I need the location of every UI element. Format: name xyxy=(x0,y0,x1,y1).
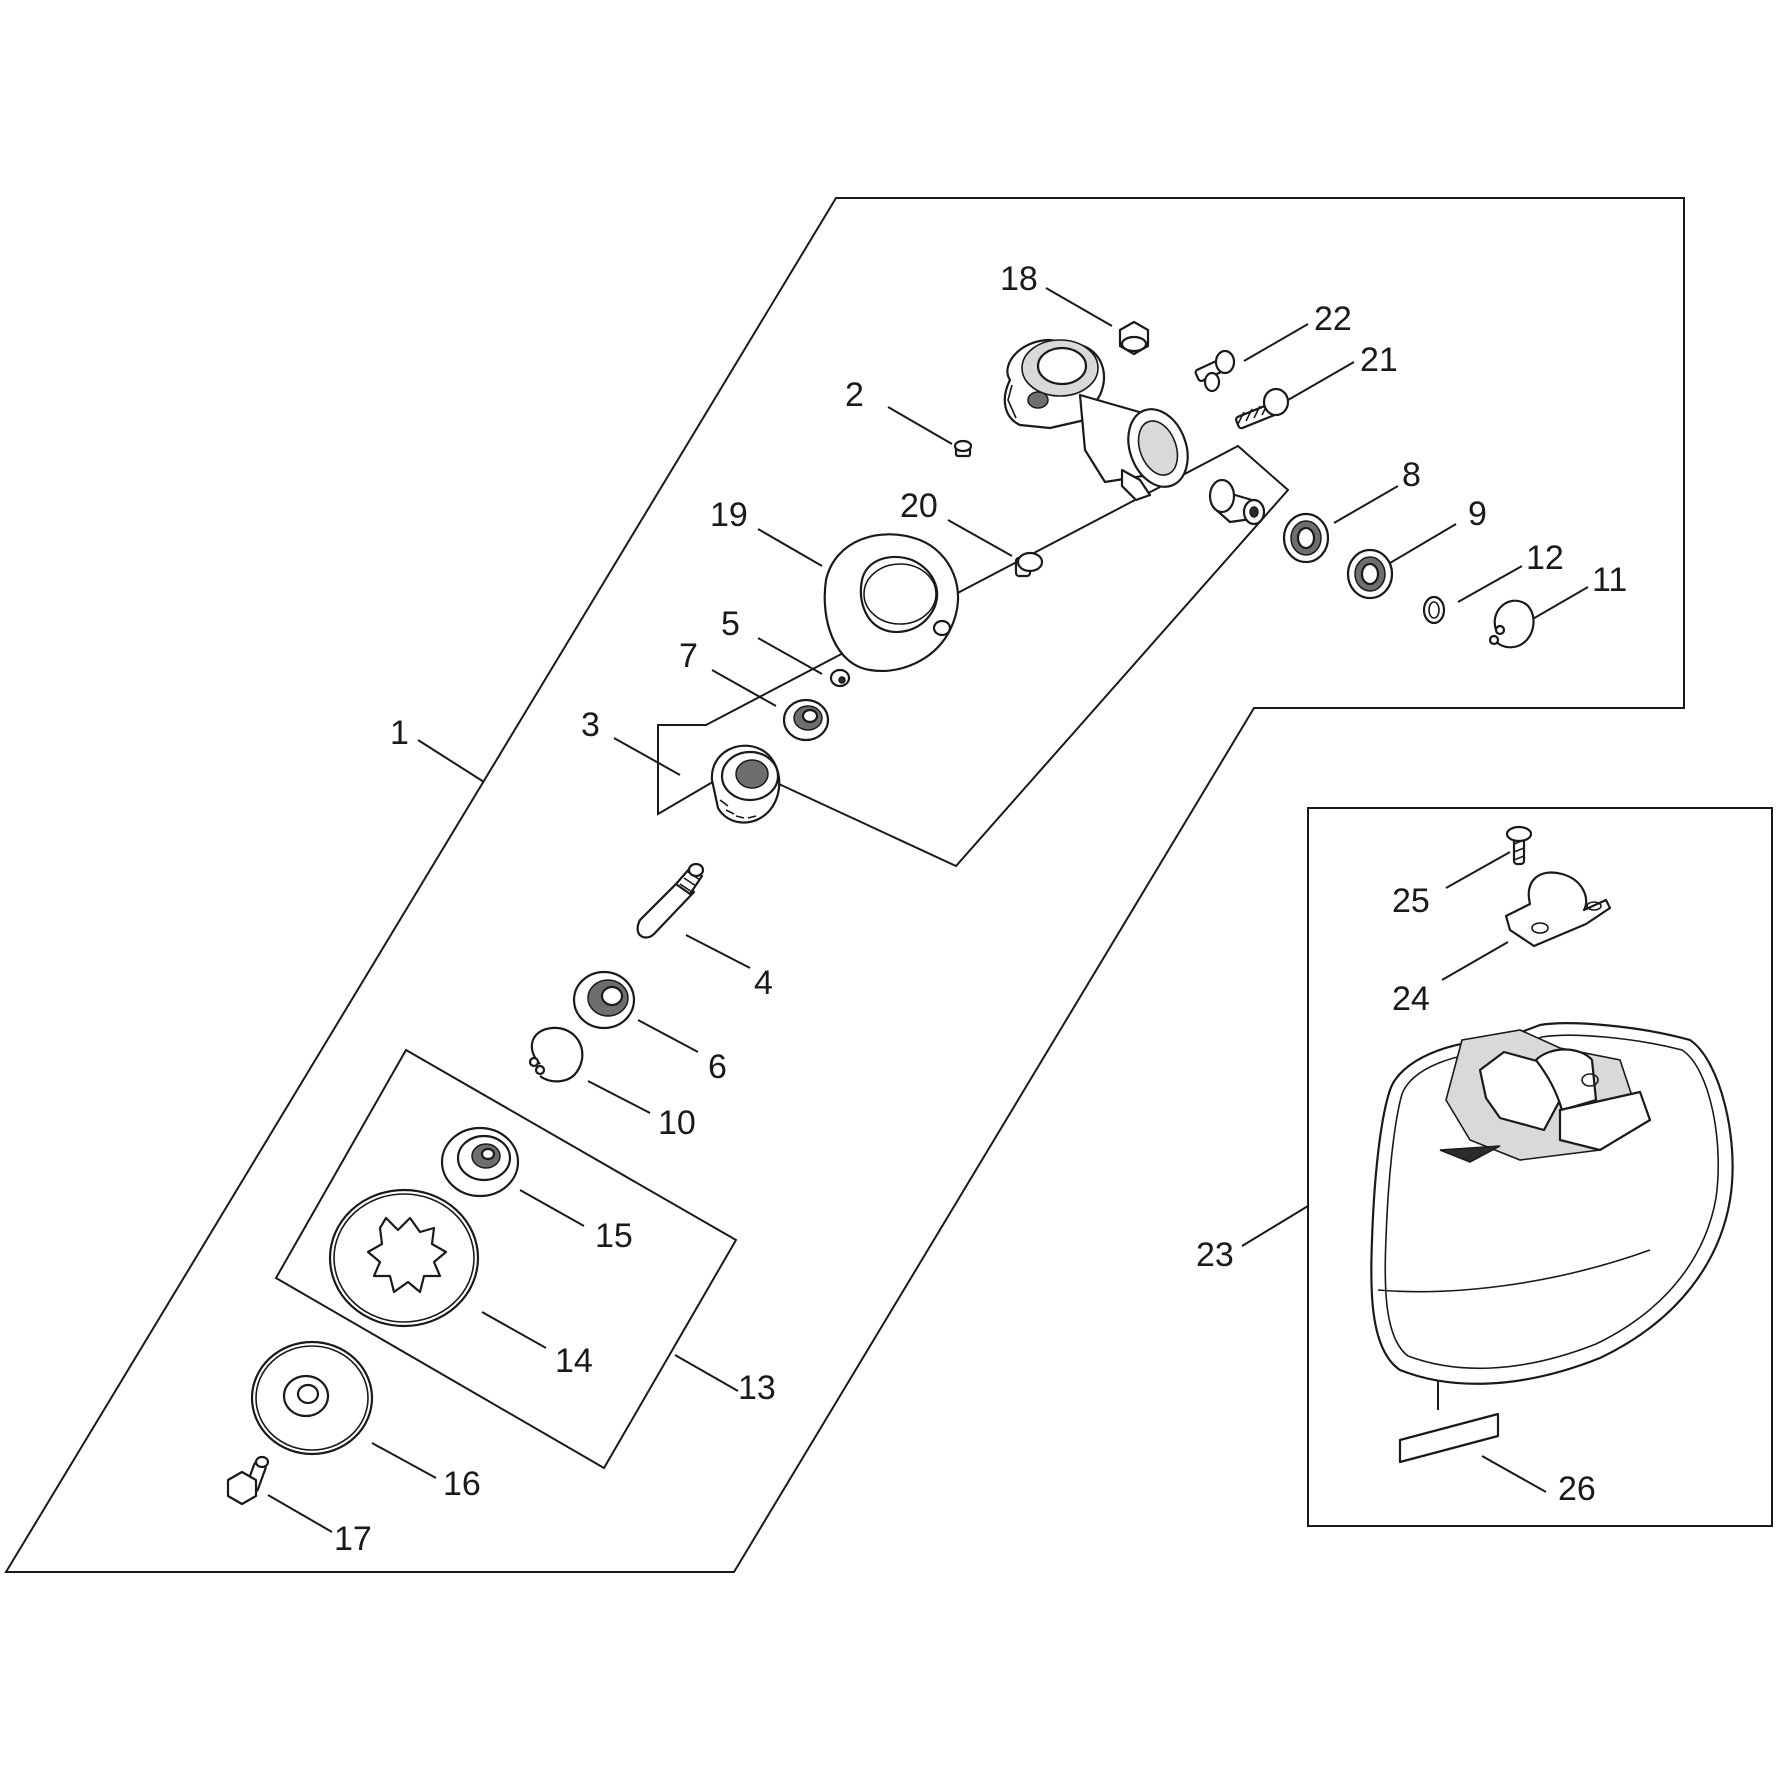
callout-5: 5 xyxy=(721,605,740,643)
leader-7 xyxy=(711,669,777,707)
callout-23: 23 xyxy=(1196,1236,1234,1274)
part-gear-case xyxy=(1003,338,1189,502)
leader-17 xyxy=(267,1494,333,1533)
callout-7: 7 xyxy=(679,637,698,675)
part-18-hex-nut xyxy=(1118,320,1150,356)
part-14-washer-plate xyxy=(328,1188,480,1328)
leader-14 xyxy=(481,1311,547,1349)
part-8-bearing xyxy=(1282,512,1330,564)
callout-11: 11 xyxy=(1592,561,1627,599)
callout-22: 22 xyxy=(1314,300,1352,338)
part-6-bearing xyxy=(572,970,636,1030)
leader-8 xyxy=(1333,485,1399,524)
leader-24 xyxy=(1441,941,1509,981)
leader-2 xyxy=(887,406,953,445)
callout-21: 21 xyxy=(1360,341,1398,379)
part-21-screw xyxy=(1235,387,1290,430)
part-24-clamp xyxy=(1504,871,1612,948)
part-9-bearing xyxy=(1346,548,1394,600)
part-12-washer xyxy=(1422,595,1446,625)
callout-25: 25 xyxy=(1392,882,1430,920)
leader-1 xyxy=(417,739,485,783)
leader-25 xyxy=(1445,851,1511,889)
part-10-snap-ring xyxy=(528,1026,584,1083)
callout-10: 10 xyxy=(658,1104,696,1142)
leader-22 xyxy=(1243,323,1309,362)
leader-5 xyxy=(757,637,823,675)
group-outline-guard-assembly xyxy=(1307,807,1773,1527)
callout-26: 26 xyxy=(1558,1470,1596,1508)
leader-12 xyxy=(1457,565,1523,603)
callout-8: 8 xyxy=(1402,456,1421,494)
part-20-screw xyxy=(1014,551,1044,578)
leader-9 xyxy=(1389,523,1457,564)
part-22-bolt xyxy=(1194,349,1236,393)
leader-3 xyxy=(613,737,681,776)
callout-15: 15 xyxy=(595,1217,633,1255)
part-3-bevel-gear xyxy=(710,744,781,824)
leader-13 xyxy=(674,1354,739,1392)
callout-17: 17 xyxy=(334,1520,372,1558)
leader-6 xyxy=(637,1019,699,1053)
callout-19: 19 xyxy=(710,496,748,534)
callout-6: 6 xyxy=(708,1048,727,1086)
callout-1: 1 xyxy=(390,714,409,752)
part-17-bolt xyxy=(226,1455,270,1506)
leader-21 xyxy=(1287,361,1355,401)
part-4-shaft xyxy=(636,862,705,939)
part-2-screw xyxy=(953,439,973,458)
part-pinion-gear xyxy=(1208,478,1266,526)
part-23-guard xyxy=(1370,1022,1734,1385)
leader-19 xyxy=(757,528,823,567)
callout-14: 14 xyxy=(555,1342,593,1380)
callout-16: 16 xyxy=(443,1465,481,1503)
part-5-e-clip xyxy=(829,668,851,688)
part-16-fixing-plate xyxy=(250,1340,374,1456)
callout-18: 18 xyxy=(1000,260,1038,298)
part-25-screw xyxy=(1505,825,1533,866)
leader-16 xyxy=(371,1442,437,1479)
group-outline-gear-head-assembly xyxy=(4,197,1685,1573)
callout-13: 13 xyxy=(738,1369,776,1407)
group-outline-fastener-kit xyxy=(274,1048,738,1470)
leader-4 xyxy=(685,934,751,969)
leader-15 xyxy=(519,1189,585,1227)
callout-9: 9 xyxy=(1468,495,1487,533)
part-15-receiver-holder xyxy=(440,1126,520,1198)
part-11-snap-ring xyxy=(1488,599,1535,649)
callout-2: 2 xyxy=(845,376,864,414)
leader-26 xyxy=(1481,1455,1547,1493)
part-7-bearing xyxy=(782,698,830,742)
group-outline-gear-case-kit xyxy=(657,444,1290,868)
callout-20: 20 xyxy=(900,487,938,525)
leader-23 xyxy=(1241,1205,1309,1247)
leader-20 xyxy=(947,519,1013,557)
leader-11 xyxy=(1523,586,1589,625)
part-26-label xyxy=(1398,1412,1500,1464)
callout-3: 3 xyxy=(581,706,600,744)
callout-12: 12 xyxy=(1526,539,1564,577)
leader-18 xyxy=(1045,287,1113,327)
callout-24: 24 xyxy=(1392,980,1430,1018)
leader-10 xyxy=(587,1080,651,1114)
callout-4: 4 xyxy=(754,964,773,1002)
part-19-cover-plate xyxy=(823,533,960,672)
